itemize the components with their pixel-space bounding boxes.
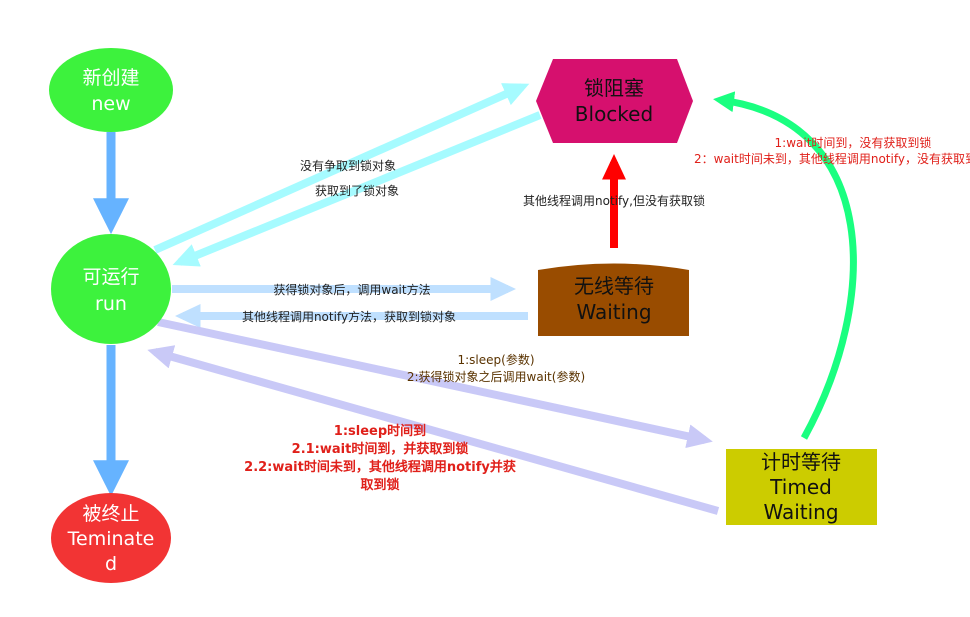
label-waiting-to-blocked: 其他线程调用notify,但没有获取锁 [523,193,705,208]
node-blocked-label-1: 锁阻塞 [584,76,644,100]
label-run-to-waiting: 获得锁对象后，调用wait方法 [273,282,430,297]
label-timed-to-run-1: 1:sleep时间到 [334,423,426,439]
label-blocked-to-run: 获取到了锁对象 [315,183,399,198]
label-run-to-timed-2: 2:获得锁对象之后调用wait(参数) [407,369,585,384]
node-waiting-label-1: 无线等待 [574,274,654,298]
node-timed-label-1: 计时等待 [761,450,841,474]
label-run-to-blocked: 没有争取到锁对象 [300,158,396,173]
edge-timed-to-run [147,345,720,515]
node-terminated-label-2: Teminate [67,528,155,550]
label-timed-to-run-3: 2.2:wait时间未到，其他线程调用notify并获 [244,459,516,475]
node-waiting-label-2: Waiting [576,300,651,324]
node-terminated-label-1: 被终止 [82,503,139,525]
node-blocked: 锁阻塞 Blocked [536,59,693,143]
edge-run-to-blocked [153,83,530,254]
node-waiting: 无线等待 Waiting [538,263,689,336]
node-run-label-1: 可运行 [82,266,139,288]
node-run: 可运行 run [51,234,171,344]
node-new-label-2: new [91,93,130,115]
label-timed-to-run-2: 2.1:wait时间到，并获取到锁 [292,441,469,457]
node-run-label-2: run [95,293,127,315]
node-new: 新创建 new [49,48,173,132]
node-terminated-label-3: d [105,553,117,575]
label-timed-to-blocked-2: 2：wait时间未到，其他线程调用notify，没有获取到锁 [694,151,970,166]
node-blocked-label-2: Blocked [575,102,653,126]
node-terminated: 被终止 Teminate d [51,493,171,583]
label-timed-to-run-4: 取到锁 [360,477,399,493]
node-timed-label-2: Timed [769,475,832,499]
edge-run-to-timed [157,318,713,449]
node-new-label-1: 新创建 [82,67,139,89]
label-waiting-to-run: 其他线程调用notify方法，获取到锁对象 [242,309,456,324]
label-timed-to-blocked-1: 1:wait时间到，没有获取到锁 [775,135,932,150]
node-timed-label-3: Waiting [763,500,838,524]
node-timed-waiting: 计时等待 Timed Waiting [726,449,877,525]
label-run-to-timed-1: 1:sleep(参数) [457,352,534,367]
edge-blocked-to-run [172,111,542,267]
edge-timed-to-blocked [713,91,857,440]
